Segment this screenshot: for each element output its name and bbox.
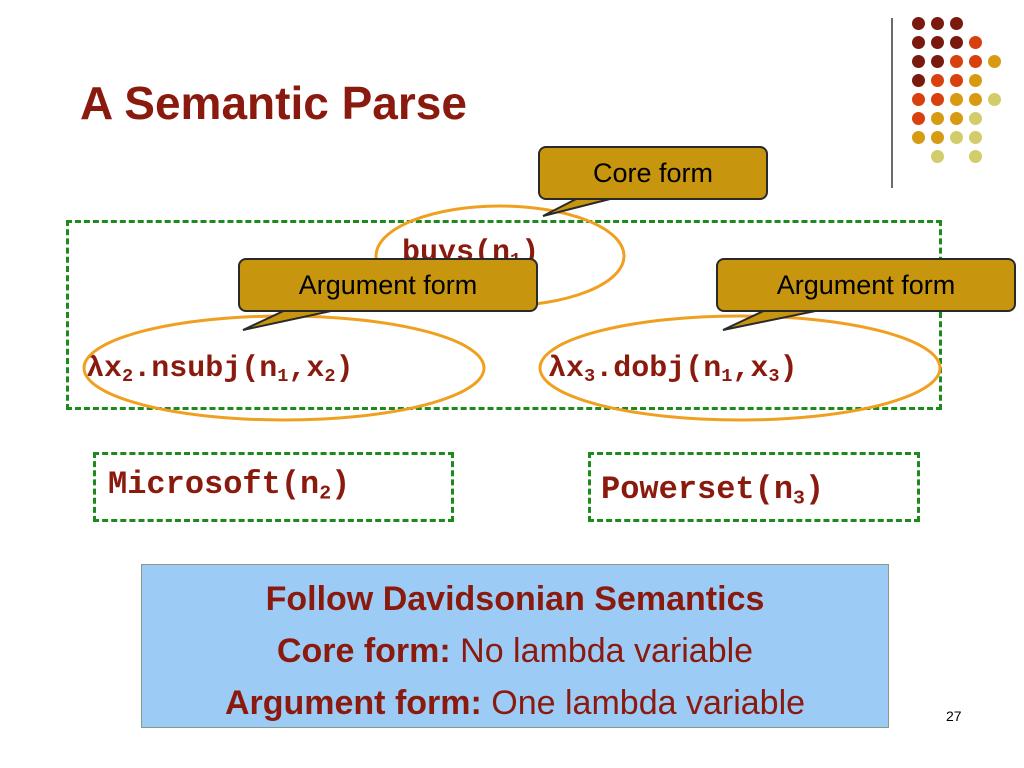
decor-dot-grid <box>0 0 1024 200</box>
argument-form-callout-right: Argument form <box>716 258 1016 312</box>
info-heading: Follow Davidsonian Semantics <box>265 580 765 618</box>
dobj-expression: λx3.dobj(n1,x3) <box>548 352 798 388</box>
slide-title: A Semantic Parse <box>80 77 467 129</box>
nsubj-expression: λx2.nsubj(n1,x2) <box>86 352 354 388</box>
left-arg-ellipse <box>82 314 486 422</box>
microsoft-expression: Microsoft(n2) <box>108 466 351 505</box>
info-core-label: Core form: <box>276 632 451 670</box>
info-arg-text: One lambda variable <box>481 684 806 722</box>
argument-form-callout-right-label: Argument form <box>776 269 956 300</box>
right-arg-ellipse <box>538 314 942 422</box>
argument-form-callout-left-label: Argument form <box>298 269 478 300</box>
info-box: Follow Davidsonian Semantics Core form: … <box>141 564 889 728</box>
parse-dashed-box <box>66 220 942 410</box>
argument-form-callout-left: Argument form <box>238 258 538 312</box>
decor-divider <box>891 18 893 188</box>
info-arg-label: Argument form: <box>224 684 482 722</box>
page-number: 27 <box>946 708 962 724</box>
core-form-callout-label: Core form <box>592 157 714 188</box>
info-core-text: No lambda variable <box>450 632 754 670</box>
core-form-callout: Core form <box>538 146 768 200</box>
microsoft-dashed-box <box>93 452 454 522</box>
powerset-dashed-box <box>588 452 920 522</box>
powerset-expression: Powerset(n3) <box>601 471 825 510</box>
